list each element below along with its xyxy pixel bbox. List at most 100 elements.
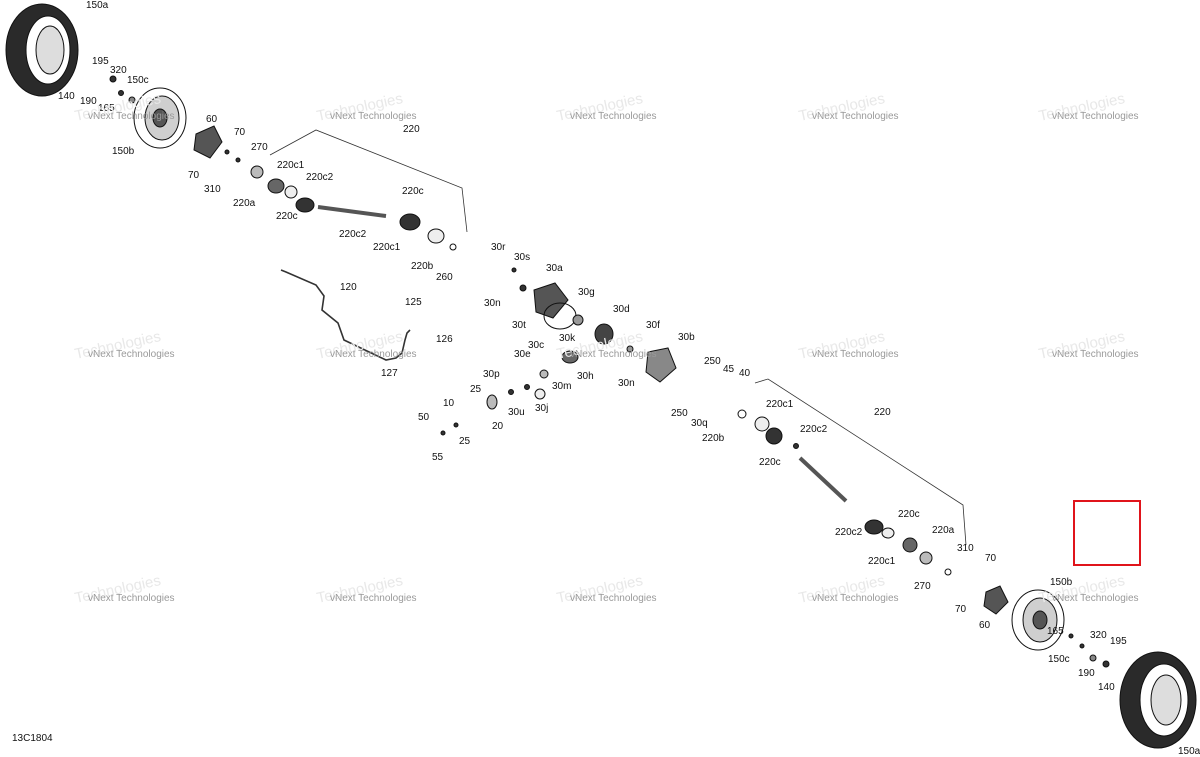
callout-label[interactable]: 220b [702,433,725,444]
callout-label[interactable]: 220c2 [800,424,828,435]
brake-line-120 [280,269,411,361]
watermark-text: vNext Technologies [812,349,899,360]
callout-label[interactable]: 60 [206,114,218,125]
callout-label[interactable]: 150c [1048,654,1070,665]
callout-label[interactable]: 150b [1050,577,1073,588]
callout-label[interactable]: 125 [405,297,422,308]
callout-label[interactable]: 40 [739,368,751,379]
callout-label[interactable]: 190 [80,96,97,107]
callout-label[interactable]: 220a [932,525,955,536]
callout-label[interactable]: 20 [492,421,504,432]
callout-label[interactable]: 30u [508,407,525,418]
callout-label[interactable]: 270 [914,581,931,592]
callout-label[interactable]: 220 [874,407,891,418]
callout-label[interactable]: 260 [436,272,453,283]
callout-label[interactable]: 30m [552,381,572,392]
callout-label[interactable]: 150a [1178,746,1200,757]
callout-label[interactable]: 60 [979,620,991,631]
callout-label[interactable]: 25 [459,436,471,447]
callout-label[interactable]: 220a [233,198,256,209]
callout-label[interactable]: 220c2 [306,172,334,183]
drawing-code: 13C1804 [12,733,53,744]
callout-label[interactable]: 150a [86,0,109,11]
callout-label[interactable]: 30k [559,333,576,344]
callout-label[interactable]: 220b [411,261,434,272]
callout-label[interactable]: 126 [436,334,453,345]
watermark-text: vNext Technologies [88,349,175,360]
watermark-text: vNext Technologies [1052,349,1139,360]
watermark-text: vNext Technologies [330,111,417,122]
callout-label[interactable]: 30c [528,340,545,351]
callout-label[interactable]: 220c1 [277,160,305,171]
callout-label[interactable]: 30d [613,304,630,315]
callout-label[interactable]: 250 [704,356,721,367]
callout-label[interactable]: 195 [1110,636,1127,647]
callout-label[interactable]: 30f [646,320,660,331]
callout-label[interactable]: 45 [723,364,735,375]
callout-label[interactable]: 220c1 [868,556,896,567]
callout-label[interactable]: 140 [1098,682,1115,693]
callout-label[interactable]: 30h [577,371,594,382]
callout-label[interactable]: 220c2 [835,527,863,538]
callout-label[interactable]: 320 [1090,630,1107,641]
callout-label[interactable]: 220c1 [373,242,401,253]
callout-label[interactable]: 50 [418,412,430,423]
callout-label[interactable]: 120 [340,282,357,293]
callout-label[interactable]: 70 [955,604,967,615]
callout-label[interactable]: 25 [470,384,482,395]
callout-label[interactable]: 270 [251,142,268,153]
callout-label[interactable]: 220c1 [766,399,794,410]
watermark-text: vNext Technologies [330,349,417,360]
callout-label[interactable]: 165 [98,103,115,114]
callout-label[interactable]: 70 [234,127,246,138]
watermark-text: vNext Technologies [570,111,657,122]
callout-label[interactable]: 220c [898,509,920,520]
callout-label[interactable]: 30p [483,369,500,380]
callout-label[interactable]: 220c [759,457,781,468]
callout-label[interactable]: 250 [671,408,688,419]
bracket-220-top [269,129,468,233]
callout-label[interactable]: 310 [204,184,221,195]
hub-60-top [193,125,223,159]
callout-label[interactable]: 220c [276,211,298,222]
callout-label[interactable]: 30n [618,378,635,389]
bracket-lines [269,129,967,546]
drive-shaft-220-upper [267,178,457,251]
watermark-text: vNext Technologies [1052,593,1139,604]
watermark-text: vNext Technologies [330,593,417,604]
callout-label[interactable]: 190 [1078,668,1095,679]
callout-label[interactable]: 30a [546,263,563,274]
callout-label[interactable]: 320 [110,65,127,76]
callout-label[interactable]: 220 [403,124,420,135]
callout-label[interactable]: 30s [514,252,531,263]
callout-label[interactable]: 220c [402,186,424,197]
callout-label[interactable]: 30e [514,349,531,360]
watermark-text: vNext Technologies [88,111,175,122]
bracket-220-bottom [754,378,967,546]
callout-label[interactable]: 55 [432,452,444,463]
callout-label[interactable]: 30j [535,403,549,414]
watermark-text: vNext Technologies [812,111,899,122]
callout-label[interactable]: 30r [491,242,506,253]
callout-label[interactable]: 30q [691,418,708,429]
callout-label[interactable]: 140 [58,91,75,102]
watermark-text: vNext Technologies [88,593,175,604]
callout-label[interactable]: 310 [957,543,974,554]
callout-label[interactable]: 30n [484,298,501,309]
callout-label[interactable]: 195 [92,56,109,67]
callout-label[interactable]: 70 [985,553,997,564]
callout-label[interactable]: 30g [578,287,595,298]
callout-label[interactable]: 70 [188,170,200,181]
callout-label[interactable]: 127 [381,368,398,379]
callout-label[interactable]: 30t [512,320,526,331]
rim-150b-bottom [1011,589,1065,651]
drive-shaft-220-lower [737,409,952,576]
callout-label[interactable]: 150b [112,146,135,157]
watermark-text: vNext Technologies [570,349,657,360]
callout-label[interactable]: 150c [127,75,149,86]
callout-label[interactable]: 165 [1047,626,1064,637]
callout-label[interactable]: 30b [678,332,695,343]
callout-label[interactable]: 10 [443,398,455,409]
callout-label[interactable]: 220c2 [339,229,367,240]
